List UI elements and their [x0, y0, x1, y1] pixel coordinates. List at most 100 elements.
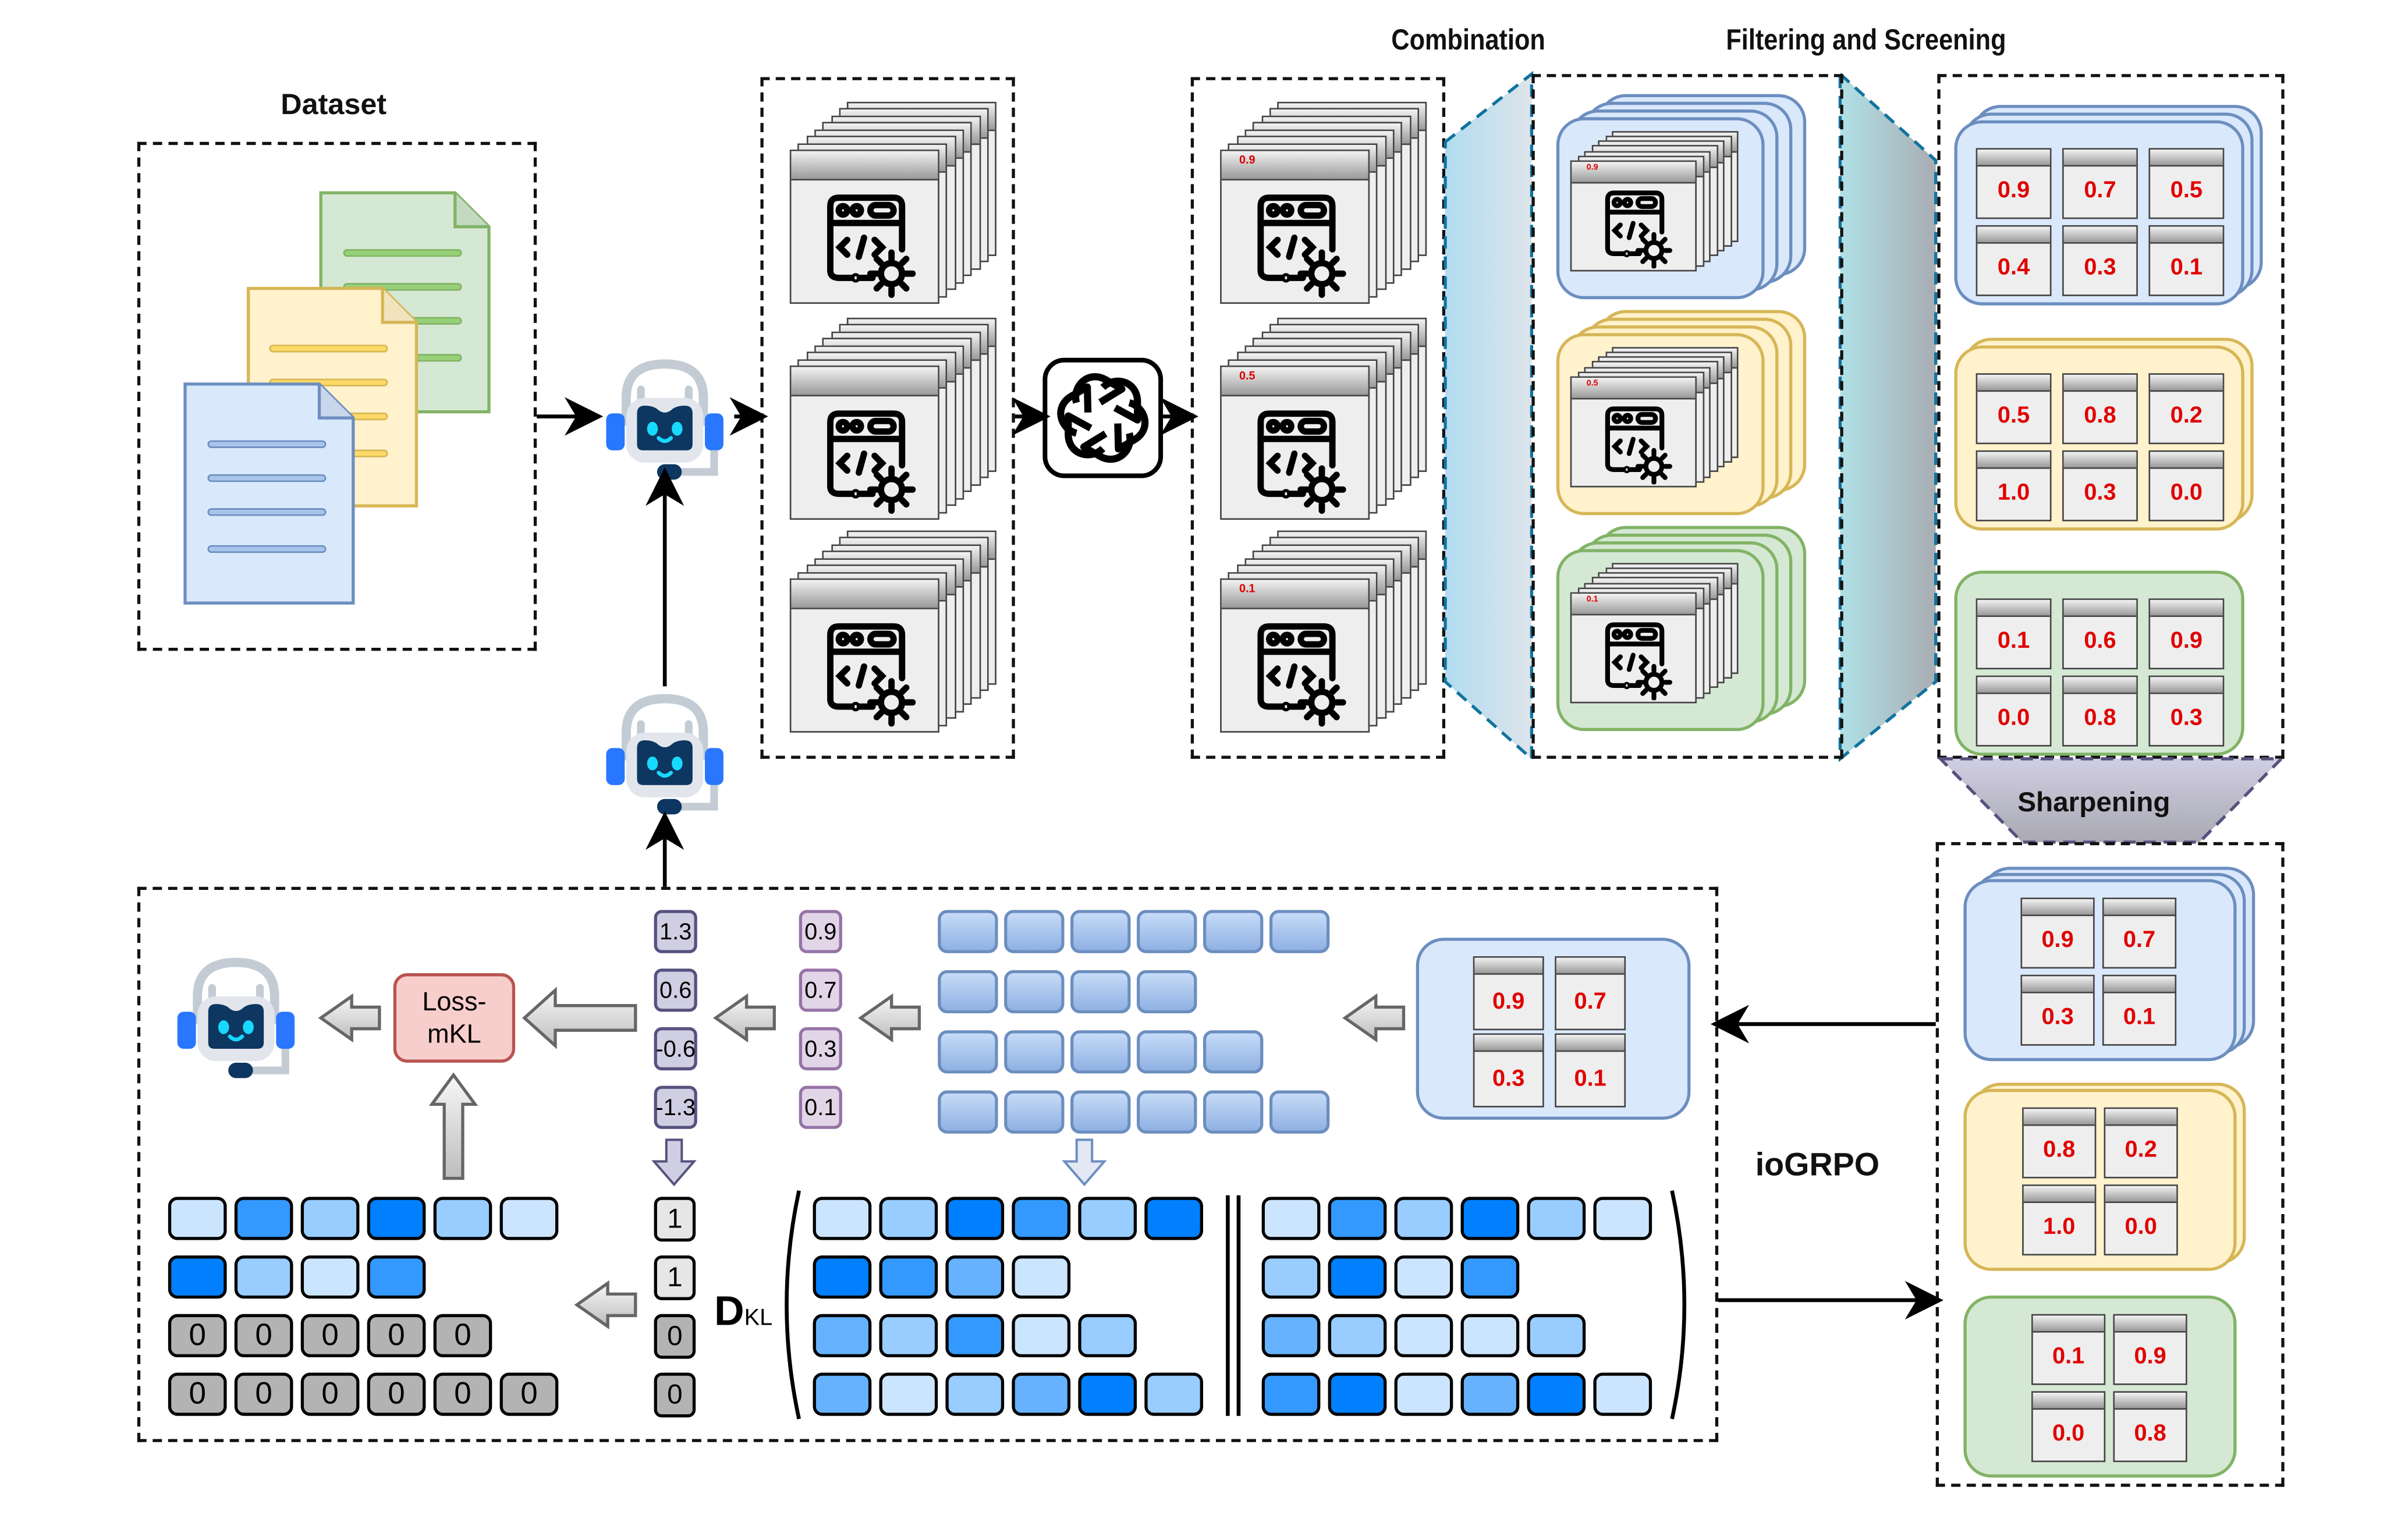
code-window-gear-icon: [1258, 193, 1347, 297]
token-prob-block: [1078, 1197, 1137, 1240]
token-block: [938, 970, 998, 1014]
token-block: [1070, 970, 1131, 1014]
score-tile: 0.9: [2148, 598, 2225, 670]
token-prob-block: [879, 1255, 938, 1299]
score-label: 0.5: [1239, 368, 1255, 383]
sharpening-panel: [1935, 842, 2285, 1487]
training-panel: [137, 886, 1719, 1442]
token-prob-block: [1012, 1314, 1071, 1357]
score-value: 0.4: [1997, 255, 2030, 282]
score-value: 0.7: [1574, 988, 1606, 1014]
score-value: 1.0: [2043, 1214, 2076, 1241]
token-prob-block: [1527, 1197, 1586, 1240]
token-prob-block: [879, 1197, 938, 1240]
score-label: 0.9: [1586, 163, 1598, 172]
score-value: 0.9: [2041, 927, 2074, 954]
masked-token-block: [300, 1197, 360, 1240]
score-value: 0.3: [1492, 1064, 1525, 1091]
masked-token-block: [367, 1255, 426, 1299]
token-prob-block: [1593, 1372, 1652, 1416]
token-block: [1004, 910, 1065, 953]
score-tile: 0.7: [2102, 897, 2177, 969]
token-block: [1004, 970, 1065, 1014]
score-value: 0.8: [2043, 1137, 2076, 1163]
robot-headset-icon: [177, 957, 295, 1078]
token-prob-block: [813, 1255, 872, 1299]
advantage-value: 0.6: [654, 968, 697, 1012]
score-tile: 0.0: [2104, 1184, 2178, 1256]
code-window-gear-icon: [827, 409, 917, 513]
mask-value: 1: [654, 1255, 696, 1300]
score-tile: 0.1: [1976, 598, 2052, 670]
token-prob-block: [1144, 1197, 1203, 1240]
score-value: 0.9: [1997, 178, 2030, 204]
sharpening-funnel: [1937, 757, 2285, 844]
dkl-subscript: KL: [744, 1304, 773, 1331]
reward-value: 0.1: [799, 1085, 842, 1129]
score-tile: 0.3: [2148, 675, 2225, 747]
token-block: [1203, 910, 1264, 953]
token-prob-block: [1261, 1372, 1321, 1416]
token-prob-block: [879, 1314, 938, 1357]
loss-mkl-box: Loss- mKL: [393, 973, 516, 1063]
dkl-d: D: [714, 1287, 744, 1335]
score-tile: 0.4: [1976, 225, 2052, 296]
score-value: 0.1: [1997, 628, 2030, 655]
masked-token-block: [433, 1197, 492, 1240]
score-value: 0.0: [2125, 1214, 2157, 1241]
score-tile: 0.2: [2104, 1107, 2178, 1179]
sharpened-group: [1963, 1088, 2237, 1271]
masked-token-block: [234, 1255, 293, 1299]
score-tile: 0.8: [2113, 1391, 2187, 1463]
score-value: 0.9: [1492, 988, 1525, 1014]
token-prob-block: [1012, 1197, 1071, 1240]
token-block: [938, 910, 998, 953]
token-prob-block: [1460, 1372, 1520, 1416]
score-value: 0.7: [2123, 927, 2156, 954]
zeroed-token-block: 0: [300, 1314, 360, 1357]
code-window: 0.9: [1570, 160, 1697, 272]
score-value: 0.8: [2134, 1421, 2166, 1447]
score-value: 0.1: [2170, 255, 2203, 282]
reward-value: 0.7: [799, 968, 842, 1012]
masked-token-block: [234, 1197, 293, 1240]
token-prob-block: [1527, 1372, 1586, 1416]
score-value: 0.2: [2125, 1137, 2157, 1163]
masked-token-block: [499, 1197, 559, 1240]
code-window-gear-icon: [1605, 622, 1673, 700]
token-prob-block: [1394, 1255, 1453, 1299]
score-value: 1.0: [1997, 480, 2030, 507]
token-block: [938, 1090, 998, 1134]
dataset-documents: [183, 191, 491, 605]
score-tile: 0.8: [2062, 373, 2138, 445]
token-prob-block: [813, 1372, 872, 1416]
combination-title: Combination: [1391, 24, 1545, 58]
token-prob-block: [1078, 1314, 1137, 1357]
score-tile: 0.3: [2062, 225, 2138, 296]
llm-judge-button: [1042, 357, 1164, 478]
sharpening-title: Sharpening: [2017, 786, 2170, 818]
token-prob-block: [1328, 1314, 1387, 1357]
score-tile: 1.0: [1976, 450, 2052, 521]
score-value: 0.9: [2134, 1344, 2166, 1371]
token-block: [1070, 1030, 1131, 1074]
advantage-value: 1.3: [654, 910, 697, 953]
dataset-title: Dataset: [281, 89, 387, 122]
score-tile: 0.5: [2148, 148, 2225, 219]
code-window-gear-icon: [1258, 622, 1347, 726]
score-tile: 0.0: [1976, 675, 2052, 747]
code-window: 0.5: [1220, 366, 1370, 520]
token-block: [938, 1030, 998, 1074]
score-value: 0.7: [2084, 178, 2116, 204]
token-prob-block: [1261, 1197, 1321, 1240]
loss-label-line2: mKL: [427, 1019, 481, 1049]
token-prob-block: [1460, 1197, 1520, 1240]
token-block: [1004, 1030, 1065, 1074]
zeroed-token-block: 0: [433, 1314, 492, 1357]
score-tile: 0.1: [2102, 974, 2177, 1046]
mask-value: 0: [654, 1314, 696, 1359]
zeroed-token-block: 0: [168, 1372, 227, 1416]
token-prob-block: [1012, 1255, 1071, 1299]
score-value: 0.2: [2170, 403, 2203, 430]
